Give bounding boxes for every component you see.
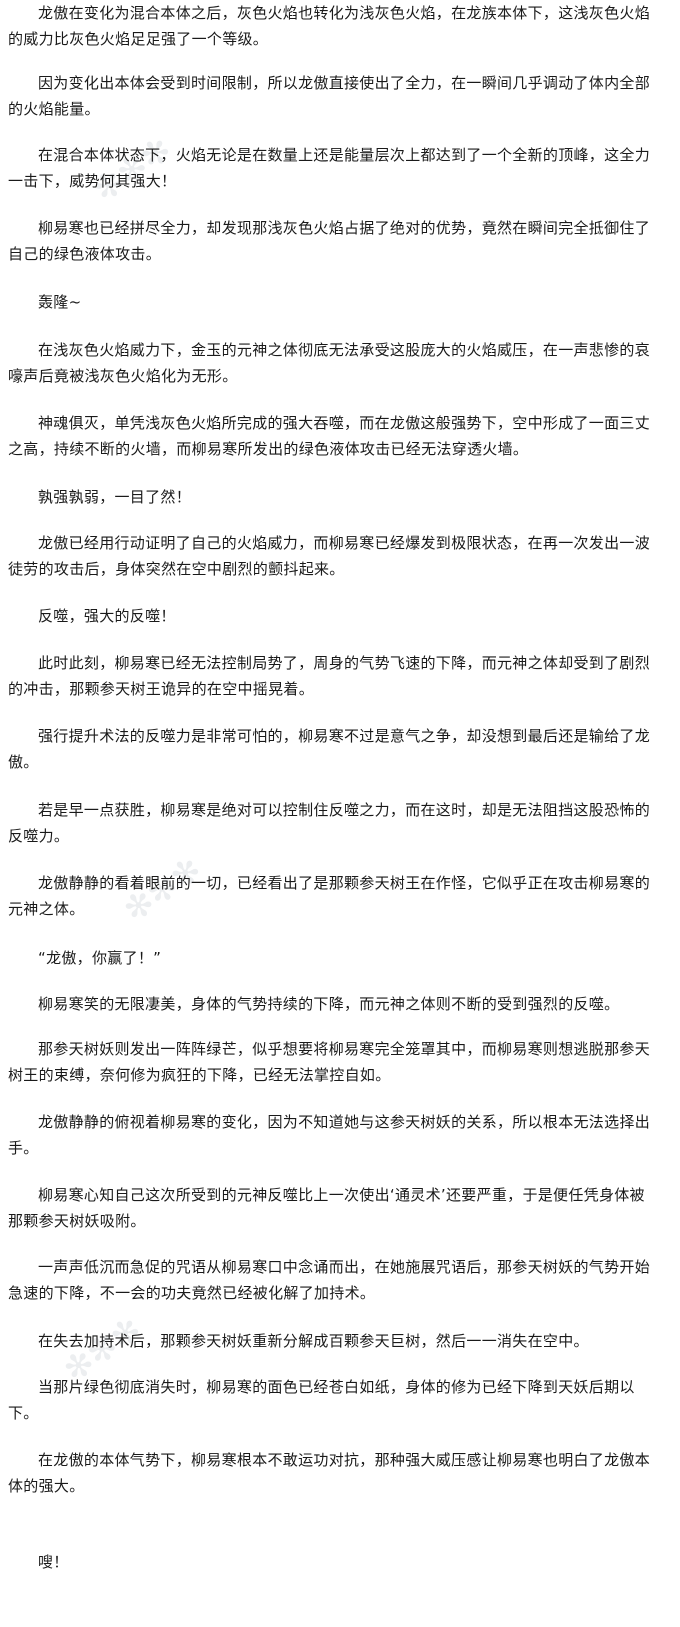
paragraph: 当那片绿色彻底消失时，柳易寒的面色已经苍白如纸，身体的修为已经下降到天妖后期以下…: [8, 1378, 635, 1422]
paragraph: 因为变化出本体会受到时间限制，所以龙傲直接使出了全力，在一瞬间几乎调动了体内全部…: [8, 74, 651, 118]
paragraph: “龙傲，你赢了！”: [38, 949, 162, 967]
paragraph: 轰隆~: [38, 293, 82, 311]
paragraph: 反噬，强大的反噬！: [38, 607, 176, 625]
paragraph: 嗖！: [38, 1553, 69, 1571]
paragraph: 龙傲已经用行动证明了自己的火焰威力，而柳易寒已经爆发到极限状态，在再一次发出一波…: [8, 534, 651, 578]
paragraph: 那参天树妖则发出一阵阵绿芒，似乎想要将柳易寒完全笼罩其中，而柳易寒则想逃脱那参天…: [8, 1040, 651, 1084]
paragraph: 龙傲静静的看着眼前的一切，已经看出了是那颗参天树王在作怪，它似乎正在攻击柳易寒的…: [8, 874, 651, 918]
paragraph: 龙傲静静的俯视着柳易寒的变化，因为不知道她与这参天树妖的关系，所以根本无法选择出…: [8, 1113, 651, 1157]
paragraph: 神魂俱灭，单凭浅灰色火焰所完成的强大吞噬，而在龙傲这般强势下，空中形成了一面三丈…: [8, 414, 651, 458]
paragraph: 一声声低沉而急促的咒语从柳易寒口中念诵而出，在她施展咒语后，那参天树妖的气势开始…: [8, 1258, 651, 1302]
paragraph: 在浅灰色火焰威力下，金玉的元神之体彻底无法承受这股庞大的火焰威压，在一声悲惨的哀…: [8, 341, 651, 385]
paragraph: 柳易寒也已经拼尽全力，却发现那浅灰色火焰占据了绝对的优势，竟然在瞬间完全抵御住了…: [8, 219, 651, 263]
paragraph: 孰强孰弱，一目了然！: [38, 488, 192, 506]
paragraph: 柳易寒笑的无限凄美，身体的气势持续的下降，而元神之体则不断的受到强烈的反噬。: [38, 995, 620, 1013]
paragraph: 在龙傲的本体气势下，柳易寒根本不敢运功对抗，那种强大威压感让柳易寒也明白了龙傲本…: [8, 1451, 651, 1495]
paragraph: 若是早一点获胜，柳易寒是绝对可以控制住反噬之力，而在这时，却是无法阻挡这股恐怖的…: [8, 801, 651, 845]
paragraph: 此时此刻，柳易寒已经无法控制局势了，周身的气势飞速的下降，而元神之体却受到了剧烈…: [8, 654, 651, 698]
paragraph: 在混合本体状态下，火焰无论是在数量上还是能量层次上都达到了一个全新的顶峰，这全力…: [8, 146, 651, 190]
paragraph: 在失去加持术后，那颗参天树妖重新分解成百颗参天巨树，然后一一消失在空中。: [38, 1332, 589, 1350]
paragraph: 柳易寒心知自己这次所受到的元神反噬比上一次使出‘通灵术’还要严重，于是便任凭身体…: [8, 1186, 645, 1230]
paragraph: 龙傲在变化为混合本体之后，灰色火焰也转化为浅灰色火焰，在龙族本体下，这浅灰色火焰…: [8, 4, 651, 48]
paragraph: 强行提升术法的反噬力是非常可怕的，柳易寒不过是意气之争，却没想到最后还是输给了龙…: [8, 727, 651, 771]
